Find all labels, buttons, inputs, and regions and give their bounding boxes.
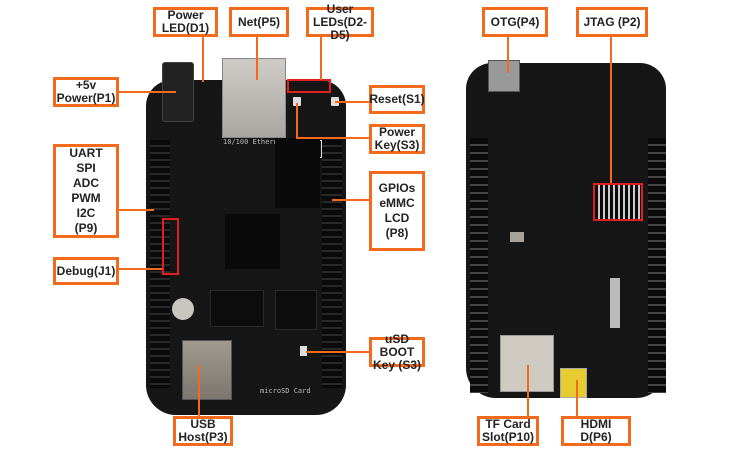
- ram-chip-2: [275, 290, 317, 330]
- usd-boot-button: [300, 346, 307, 356]
- crystal: [510, 232, 524, 242]
- line-reset: [335, 101, 370, 103]
- ethernet-jack: [222, 58, 286, 138]
- hdmi-port: [560, 368, 587, 398]
- line-usd-boot: [306, 351, 370, 353]
- back-left-header: [470, 138, 488, 393]
- jtag-highlight: [593, 183, 643, 221]
- user-leds-highlight: [287, 79, 331, 93]
- line-5v: [118, 91, 176, 93]
- label-net: Net(P5): [229, 7, 289, 37]
- ram-chip: [210, 290, 264, 327]
- line-power-key-h: [296, 137, 370, 139]
- label-gpios-p8: GPIOs eMMC LCD (P8): [369, 171, 425, 251]
- capacitor: [172, 298, 194, 320]
- label-jtag: JTAG (P2): [576, 7, 648, 37]
- emmc-chip: [275, 138, 320, 208]
- line-p9: [118, 209, 154, 211]
- label-usd-boot: uSD BOOT Key (S3): [369, 332, 425, 371]
- line-usb-host: [198, 365, 200, 421]
- microsd-silkscreen: microSD Card: [260, 387, 311, 395]
- line-jtag: [610, 35, 612, 183]
- label-user-leds: User LEDs(D2-D5): [306, 2, 374, 41]
- label-power-key: Power Key(S3): [369, 124, 425, 154]
- p9-header: [150, 140, 170, 388]
- line-net: [256, 35, 258, 80]
- line-gpios: [332, 199, 370, 201]
- power-button: [293, 97, 301, 106]
- line-tf-card: [527, 365, 529, 421]
- label-reset: Reset(S1): [369, 85, 425, 114]
- debug-header-highlight: [162, 218, 179, 275]
- label-otg: OTG(P4): [482, 7, 548, 37]
- silver-strip: [610, 278, 620, 328]
- back-board: [466, 63, 666, 398]
- label-debug: Debug(J1): [53, 257, 119, 285]
- line-power-key-v: [296, 103, 298, 138]
- cpu-chip: [225, 214, 280, 269]
- label-hdmi: HDMI D(P6): [561, 416, 631, 446]
- ethernet-silkscreen: 10/100 Ethernet: [223, 138, 287, 146]
- usb-host-port: [182, 340, 232, 400]
- label-tf-card: TF Card Slot(P10): [477, 416, 539, 446]
- line-hdmi: [576, 380, 578, 422]
- line-otg: [507, 35, 509, 73]
- label-usb-host: USB Host(P3): [173, 416, 233, 446]
- line-user-leds: [320, 35, 322, 80]
- label-p9: UART SPI ADC PWM I2C (P9): [53, 144, 119, 238]
- label-5v-power: +5v Power(P1): [53, 77, 119, 107]
- line-power-led: [202, 35, 204, 82]
- line-debug: [118, 268, 162, 270]
- label-power-led: Power LED(D1): [153, 7, 218, 37]
- p8-header: [322, 140, 342, 388]
- otg-port: [488, 60, 520, 92]
- back-right-header: [648, 138, 666, 393]
